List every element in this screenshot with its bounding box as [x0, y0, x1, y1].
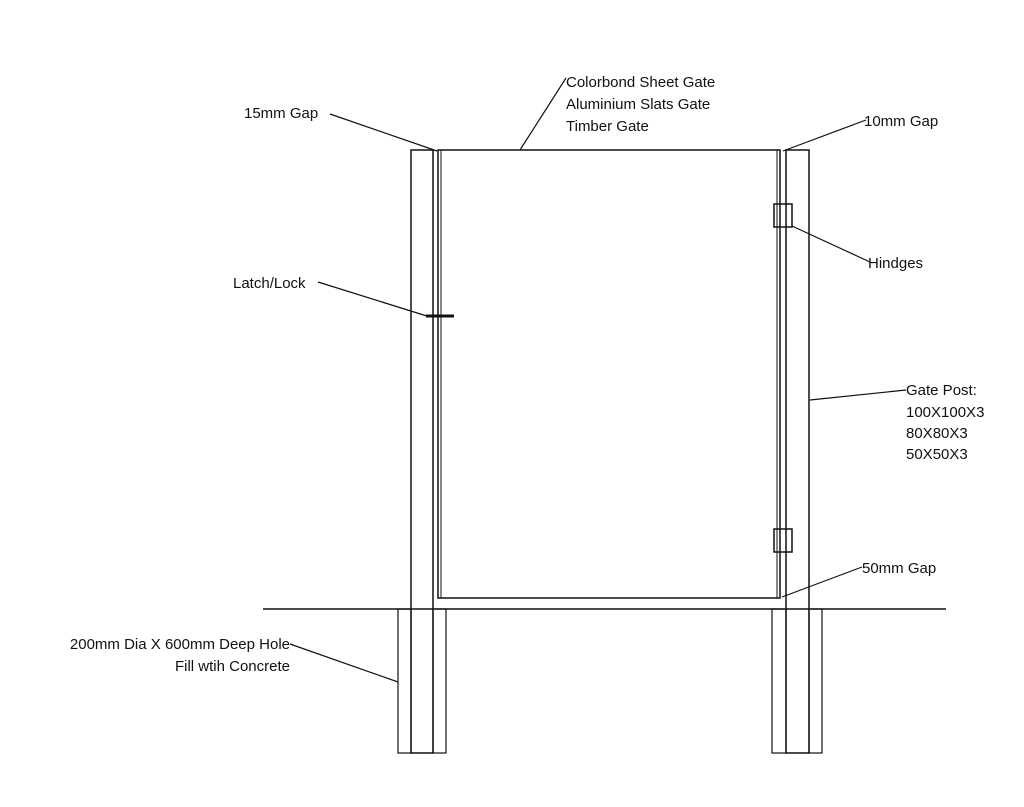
- left-gate-post: [410, 149, 434, 754]
- top-hinge: [773, 203, 793, 228]
- gate-post-label: Gate Post:: [906, 382, 977, 399]
- gate-post-size-3: 50X50X3: [906, 446, 968, 463]
- hinges-leader: [791, 225, 871, 263]
- bottom-hinge: [773, 528, 793, 553]
- footing-label-2: Fill wtih Concrete: [175, 658, 290, 675]
- gate-type-label-1: Colorbond Sheet Gate: [566, 74, 715, 91]
- gate-post-leader: [809, 389, 907, 401]
- footing-leader: [289, 643, 399, 683]
- latch-label: Latch/Lock: [233, 275, 306, 292]
- gate-type-label-3: Timber Gate: [566, 118, 649, 135]
- gate-type-label-2: Aluminium Slats Gate: [566, 96, 710, 113]
- latch-leader: [317, 281, 431, 318]
- right-gate-post: [785, 149, 810, 754]
- gate-post-size-1: 100X100X3: [906, 404, 984, 421]
- hinges-label: Hindges: [868, 255, 923, 272]
- gate-leaf: [437, 149, 781, 599]
- gate-post-size-2: 80X80X3: [906, 425, 968, 442]
- gap-left-leader: [329, 113, 438, 152]
- gap-right-label: 10mm Gap: [864, 113, 938, 130]
- right-footing: [771, 608, 823, 754]
- footing-label-1: 200mm Dia X 600mm Deep Hole: [70, 636, 290, 653]
- gate-type-leader: [519, 77, 567, 151]
- gap-right-leader: [782, 119, 867, 152]
- left-footing: [397, 608, 447, 754]
- gap-bottom-label: 50mm Gap: [862, 560, 936, 577]
- gap-left-label: 15mm Gap: [244, 105, 318, 122]
- gap-bottom-leader: [781, 566, 863, 598]
